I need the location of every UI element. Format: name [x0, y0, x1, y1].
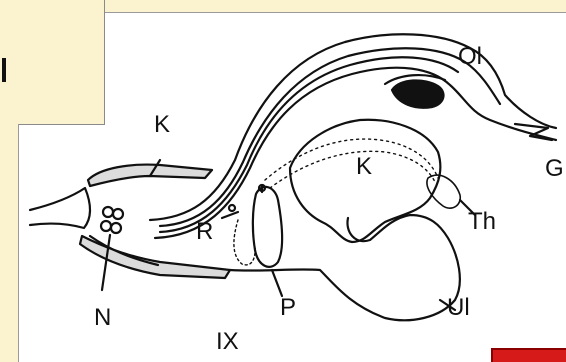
label-k-mid: K	[356, 155, 372, 179]
brain-mass	[290, 120, 440, 242]
label-k-top: K	[154, 113, 170, 137]
rostral-probe	[222, 212, 238, 218]
thalamus-oval	[427, 175, 460, 208]
label-n: N	[94, 306, 111, 330]
nerve-node-2	[113, 209, 123, 219]
tube-inner-upper	[160, 48, 500, 226]
pituitary-pouch	[253, 187, 282, 267]
tube-outer-upper	[150, 34, 556, 220]
nerve-node-4	[111, 223, 121, 233]
label-ol: Ol	[458, 45, 482, 69]
label-r: R	[196, 220, 213, 244]
label-ix: IX	[216, 330, 239, 354]
label-th: Th	[468, 210, 496, 234]
label-ul: Ul	[447, 296, 470, 320]
nerve-node-3	[101, 221, 111, 231]
red-banner	[491, 348, 566, 362]
nerve-node-1	[103, 207, 113, 217]
olfactory-bulb	[392, 80, 444, 107]
body-lower	[230, 215, 460, 320]
label-p: P	[280, 296, 296, 320]
label-g: G	[545, 157, 564, 181]
mouth-opening	[30, 188, 90, 228]
